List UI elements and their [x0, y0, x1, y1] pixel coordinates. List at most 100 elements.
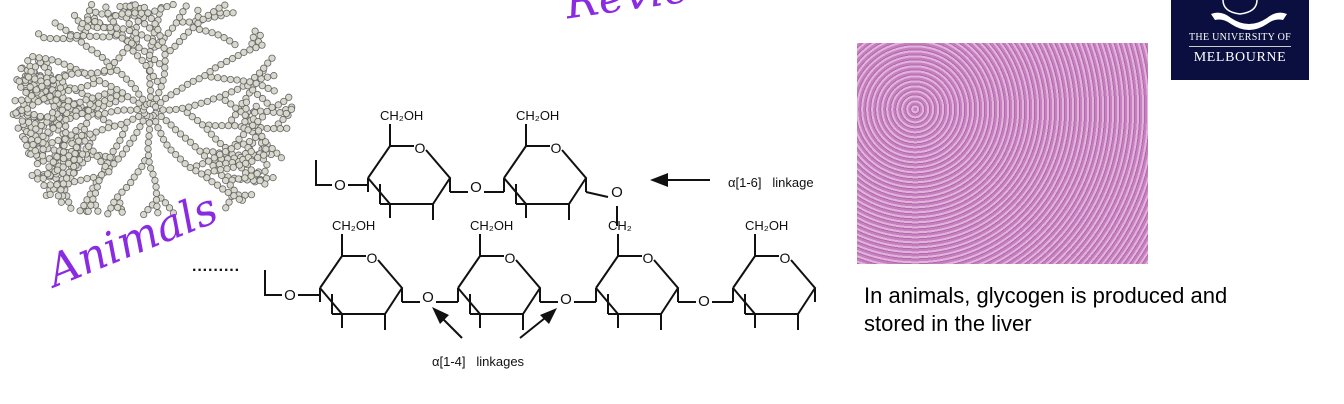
glucose-bead: [127, 178, 135, 187]
glucose-bead: [260, 151, 268, 159]
glucose-bead: [40, 181, 48, 190]
glucose-bead: [110, 198, 118, 206]
glucose-bead: [234, 51, 242, 60]
glycosidic-oxygen: O: [611, 184, 623, 201]
glucose-bead: [32, 125, 40, 133]
caption: In animals, glycogen is produced and sto…: [864, 282, 1227, 338]
glucose-bead: [131, 1, 139, 9]
glycosidic-oxygen: O: [698, 293, 710, 310]
glucose-bead: [72, 127, 80, 135]
glucose-bead: [258, 113, 267, 121]
caption-line1: In animals, glycogen is produced and: [864, 283, 1228, 308]
glucose-bead: [151, 20, 159, 28]
glucose-bead: [78, 109, 86, 118]
glucose-bead: [101, 162, 109, 170]
glucose-bead: [106, 153, 114, 161]
glucose-bead: [168, 24, 177, 32]
glucose-bead: [154, 26, 162, 34]
glucose-bead: [254, 153, 262, 162]
glucose-bead: [155, 60, 164, 68]
glucose-bead: [152, 103, 160, 111]
glucose-bead: [48, 109, 57, 117]
glucose-bead: [161, 94, 170, 102]
glucose-bead: [102, 3, 110, 11]
glucose-bead: [127, 79, 135, 88]
glucose-bead: [129, 115, 137, 123]
glucose-bead: [31, 147, 39, 155]
glucose-bead: [57, 198, 65, 206]
glucose-bead: [93, 152, 101, 160]
glucose-bead: [211, 64, 219, 72]
glucose-bead: [56, 84, 65, 92]
glucose-bead: [40, 63, 49, 71]
glucose-bead: [84, 207, 92, 215]
glycosidic-oxygen: O: [422, 289, 434, 306]
glucose-bead: [253, 90, 262, 99]
glucose-bead: [252, 102, 260, 110]
glucose-bead: [227, 100, 235, 108]
glucose-bead: [154, 209, 162, 217]
glucose-bead: [70, 156, 78, 164]
glucose-bead: [277, 154, 285, 162]
glucose-bead: [23, 105, 31, 113]
glucose-bead: [135, 112, 143, 120]
glucose-bead: [220, 34, 228, 42]
glucose-bead: [28, 171, 36, 180]
glucose-bead: [203, 125, 211, 133]
glucose-bead: [66, 32, 75, 40]
ring-oxygen: O: [551, 140, 562, 156]
glucose-bead: [27, 129, 35, 137]
glucose-bead: [93, 49, 101, 57]
glucose-bead: [251, 27, 259, 35]
glucose-bead: [221, 90, 230, 99]
glucose-bead: [258, 94, 267, 103]
glucose-bead: [222, 204, 230, 212]
glucose-bead: [261, 167, 269, 175]
glucose-bead: [242, 159, 250, 167]
glucose-bead: [146, 67, 154, 75]
glucose-bead: [29, 101, 37, 109]
glucose-bead: [53, 166, 62, 174]
glucose-bead: [144, 206, 152, 214]
glucose-bead: [70, 178, 79, 186]
glucose-bead: [161, 199, 169, 207]
glucose-bead: [280, 97, 288, 106]
glucose-bead: [268, 54, 276, 62]
glucose-bead: [140, 3, 148, 12]
glucose-bead: [78, 131, 86, 140]
glucose-bead: [59, 154, 68, 163]
glucose-bead: [113, 142, 121, 150]
glucose-bead: [180, 33, 188, 41]
glucose-bead: [93, 23, 101, 32]
glucose-bead: [104, 124, 112, 132]
glucose-bead: [35, 30, 43, 38]
glucose-bead: [184, 28, 193, 36]
chain-continuation-dots: ·········: [192, 262, 240, 279]
glucose-bead: [203, 174, 211, 182]
glucose-bead: [256, 31, 264, 40]
glucose-bead: [56, 23, 64, 31]
glucose-bead: [82, 96, 90, 104]
glucose-bead: [176, 155, 185, 163]
glucose-bead: [165, 204, 174, 212]
glucose-bead: [78, 19, 87, 28]
glucose-bead: [246, 46, 254, 54]
glucose-bead: [95, 77, 104, 85]
glucose-bead: [229, 9, 237, 17]
glucose-bead: [143, 34, 152, 42]
glucose-bead: [135, 44, 143, 52]
glucose-bead: [40, 34, 48, 42]
glucose-bead: [147, 14, 155, 23]
glucose-bead: [14, 124, 22, 132]
glucose-bead: [12, 109, 20, 117]
glucose-bead: [88, 0, 96, 9]
glucose-bead: [65, 198, 73, 206]
glucose-bead: [139, 117, 147, 125]
glucose-bead: [199, 15, 207, 23]
glucose-bead: [215, 4, 223, 12]
glucose-bead: [216, 150, 224, 159]
glucose-bead: [253, 170, 261, 178]
glucose-bead: [255, 69, 264, 77]
glucose-bead: [258, 82, 266, 90]
glucose-bead: [55, 74, 63, 82]
